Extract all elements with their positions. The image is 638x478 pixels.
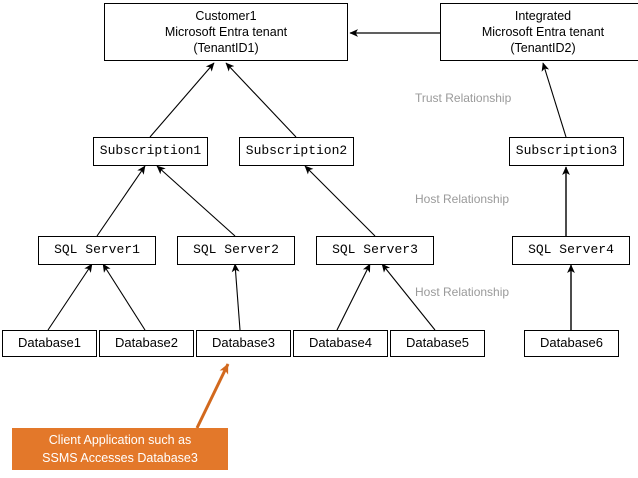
subscription1-label: Subscription1 [99, 143, 202, 159]
node-database4[interactable]: Database4 [293, 330, 388, 357]
edge-subscription1-to-tenant1 [149, 62, 215, 138]
edge-database5-to-sqlserver3 [381, 263, 436, 331]
sqlserver2-label: SQL Server2 [193, 242, 279, 258]
subscription2-label: Subscription2 [245, 143, 348, 159]
node-tenant-integrated[interactable]: Integrated Microsoft Entra tenant (Tenan… [440, 3, 638, 61]
node-subscription1[interactable]: Subscription1 [93, 137, 208, 166]
tenant1-line2: Microsoft Entra tenant [164, 25, 288, 39]
subscription3-label: Subscription3 [515, 143, 618, 159]
node-database6[interactable]: Database6 [524, 330, 619, 357]
node-sqlserver2[interactable]: SQL Server2 [177, 236, 295, 265]
tenant2-line3: (TenantID2) [510, 41, 576, 55]
label-host-relationship-lower: Host Relationship [415, 285, 510, 299]
edge-database4-to-sqlserver3 [336, 263, 371, 331]
tenant2-line1: Integrated [514, 9, 572, 23]
database6-label: Database6 [540, 335, 603, 351]
node-database3[interactable]: Database3 [196, 330, 291, 357]
node-database5[interactable]: Database5 [390, 330, 485, 357]
database3-label: Database3 [212, 335, 275, 351]
sqlserver1-label: SQL Server1 [54, 242, 140, 258]
node-tenant-customer1[interactable]: Customer1 Microsoft Entra tenant (Tenant… [104, 3, 348, 61]
label-host-relationship-upper: Host Relationship [415, 192, 510, 206]
node-sqlserver4[interactable]: SQL Server4 [512, 236, 630, 265]
edge-sqlserver3-to-subscription2 [304, 165, 376, 237]
edge-database3-to-sqlserver2 [231, 263, 241, 331]
sqlserver4-label: SQL Server4 [528, 242, 614, 258]
edge-subscription2-to-tenant1 [225, 62, 297, 138]
tenant1-line1: Customer1 [195, 9, 257, 23]
callout-arrow-to-database3 [195, 363, 230, 429]
edge-subscription3-to-tenant2 [541, 62, 567, 138]
node-sqlserver3[interactable]: SQL Server3 [316, 236, 434, 265]
callout-line1: Client Application such as [48, 432, 192, 447]
database2-label: Database2 [115, 335, 178, 351]
callout-line2: SSMS Accesses Database3 [42, 451, 198, 465]
database4-label: Database4 [309, 335, 372, 351]
callout-client-application[interactable]: Client Application such as SSMS Accesses… [12, 428, 228, 470]
edge-sqlserver2-to-subscription1 [156, 165, 236, 237]
node-subscription2[interactable]: Subscription2 [239, 137, 354, 166]
database5-label: Database5 [406, 335, 469, 351]
sqlserver3-label: SQL Server3 [332, 242, 418, 258]
edge-sqlserver1-to-subscription1 [96, 165, 146, 237]
node-database2[interactable]: Database2 [99, 330, 194, 357]
tenant1-line3: (TenantID1) [193, 41, 259, 55]
edge-database2-to-sqlserver1 [102, 263, 146, 331]
label-trust-relationship: Trust Relationship [415, 91, 512, 105]
tenant2-line2: Microsoft Entra tenant [481, 25, 605, 39]
node-sqlserver1[interactable]: SQL Server1 [38, 236, 156, 265]
node-subscription3[interactable]: Subscription3 [509, 137, 624, 166]
database1-label: Database1 [18, 335, 81, 351]
node-database1[interactable]: Database1 [2, 330, 97, 357]
edge-database1-to-sqlserver1 [47, 263, 93, 331]
